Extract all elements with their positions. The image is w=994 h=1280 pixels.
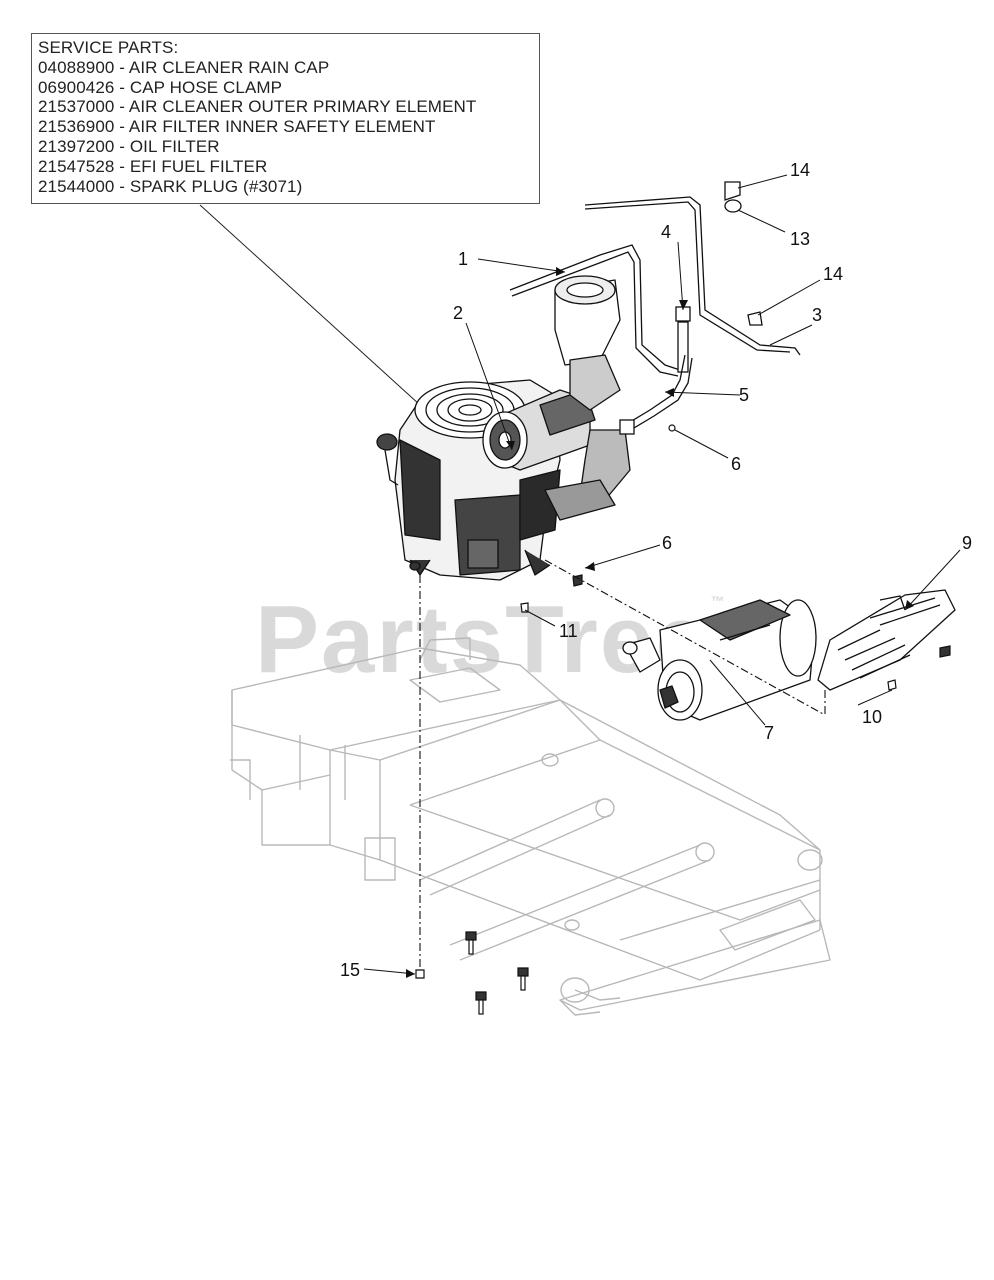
callout-14-upper: 14 bbox=[790, 160, 811, 180]
callout-7: 7 bbox=[764, 723, 775, 743]
service-part-item: 21536900 - AIR FILTER INNER SAFETY ELEME… bbox=[38, 117, 436, 137]
callout-5: 5 bbox=[739, 385, 750, 405]
mower-frame bbox=[230, 637, 831, 1016]
service-part-item: 21544000 - SPARK PLUG (#3071) bbox=[38, 176, 303, 196]
heat-shield bbox=[817, 589, 956, 691]
callout-4: 4 bbox=[661, 222, 672, 242]
service-part-item: 21397200 - OIL FILTER bbox=[38, 136, 220, 156]
service-part-item: 21547528 - EFI FUEL FILTER bbox=[38, 156, 268, 176]
bolts bbox=[415, 424, 951, 1015]
watermark: PartsTree™ bbox=[255, 585, 727, 695]
callout-15: 15 bbox=[340, 960, 361, 980]
callout-leaders bbox=[363, 174, 961, 975]
callout-6-lower: 6 bbox=[662, 533, 673, 553]
alignment-lines bbox=[419, 559, 826, 968]
arrowheads bbox=[406, 267, 914, 978]
callout-2: 2 bbox=[453, 303, 464, 323]
engine-assembly bbox=[376, 275, 631, 581]
service-parts-heading: SERVICE PARTS: bbox=[38, 38, 179, 57]
callout-14-lower: 14 bbox=[823, 264, 844, 284]
service-part-item: 21537000 - AIR CLEANER OUTER PRIMARY ELE… bbox=[38, 97, 477, 117]
service-part-item: 04088900 - AIR CLEANER RAIN CAP bbox=[38, 57, 330, 77]
service-parts-box: SERVICE PARTS: 04088900 - AIR CLEANER RA… bbox=[31, 33, 540, 204]
callout-6-upper: 6 bbox=[731, 454, 742, 474]
service-part-item: 06900426 - CAP HOSE CLAMP bbox=[38, 77, 283, 97]
muffler bbox=[622, 599, 817, 721]
callout-1: 1 bbox=[458, 249, 469, 269]
callout-10: 10 bbox=[862, 707, 883, 727]
callout-13: 13 bbox=[790, 229, 811, 249]
callout-3: 3 bbox=[812, 305, 823, 325]
callout-9: 9 bbox=[962, 533, 973, 553]
fuel-lines bbox=[509, 181, 801, 435]
watermark-tm: ™ bbox=[710, 593, 727, 609]
leader-line-box bbox=[199, 204, 421, 406]
watermark-text: PartsTree bbox=[255, 586, 711, 693]
callout-11: 11 bbox=[559, 621, 578, 641]
